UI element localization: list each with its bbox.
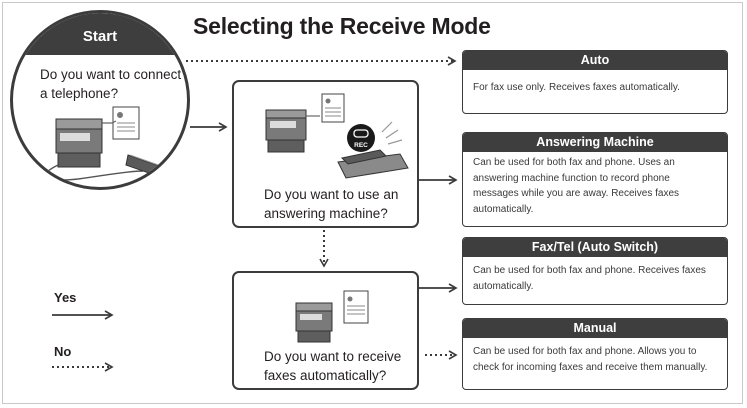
legend-no-label: No	[54, 344, 72, 359]
outer-frame	[2, 2, 743, 404]
document-icon	[343, 290, 369, 324]
answering-machine-question-box: REC Do you want to use an answering mach…	[232, 80, 419, 228]
legend-yes-label: Yes	[54, 290, 77, 305]
receive-auto-question: Do you want to receive faxes automatical…	[264, 349, 402, 383]
start-question: Do you want to connect a telephone?	[40, 67, 182, 101]
mode-box-manual: Manual Can be used for both fax and phon…	[462, 318, 728, 390]
mode-description: Can be used for both fax and phone. Uses…	[473, 157, 680, 215]
printer-icon	[265, 109, 307, 153]
receive-auto-question-box: Do you want to receive faxes automatical…	[232, 271, 419, 390]
telephone-handset-icon	[125, 154, 169, 180]
mode-description: For fax use only. Receives faxes automat…	[473, 82, 680, 93]
receive-illustration	[295, 290, 369, 343]
start-node: Start Do you want to connect a telephone…	[10, 10, 190, 190]
printer-icon	[55, 118, 103, 168]
mode-title: Fax/Tel (Auto Switch)	[463, 238, 727, 257]
answering-machine-question: Do you want to use an answering machine?	[264, 187, 399, 221]
printer-icon	[295, 302, 333, 343]
mode-description: Can be used for both fax and phone. Allo…	[473, 346, 708, 373]
mode-description: Can be used for both fax and phone. Rece…	[473, 265, 706, 292]
mode-box-auto: Auto For fax use only. Receives faxes au…	[462, 50, 728, 114]
start-label: Start	[13, 13, 187, 55]
rec-badge-icon	[347, 124, 375, 152]
answering-machine-illustration: REC	[265, 93, 409, 179]
document-icon	[112, 106, 140, 140]
answering-machine-icon	[337, 121, 409, 179]
mode-title: Auto	[463, 51, 727, 70]
document-icon	[321, 93, 345, 123]
rec-badge-text: REC	[354, 142, 368, 149]
page-title: Selecting the Receive Mode	[193, 13, 491, 39]
mode-title: Manual	[463, 319, 727, 338]
mode-title: Answering Machine	[463, 133, 727, 152]
mode-box-answering-machine: Answering Machine Can be used for both f…	[462, 132, 728, 227]
mode-box-fax-tel: Fax/Tel (Auto Switch) Can be used for bo…	[462, 237, 728, 305]
printer-telephone-illustration	[44, 106, 169, 181]
